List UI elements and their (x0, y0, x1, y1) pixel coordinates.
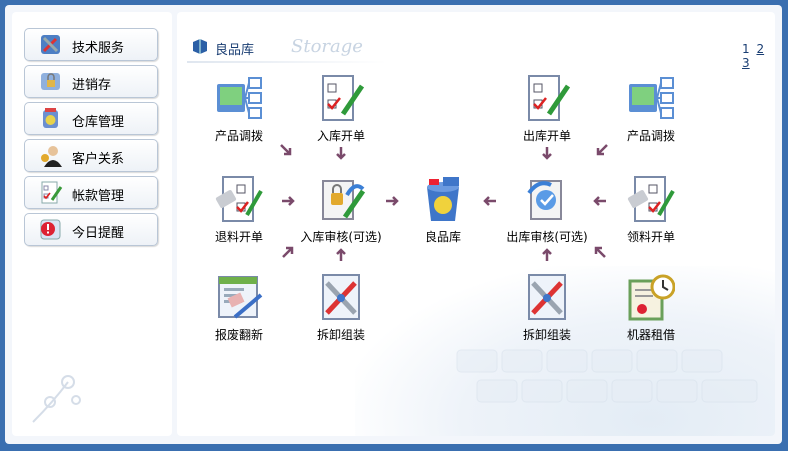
node-machine-rental[interactable]: 机器租借 (606, 273, 696, 343)
tools-icon (41, 35, 60, 54)
checklist-form-icon (528, 75, 571, 121)
sidebar-item-label: 仓库管理 (72, 115, 125, 130)
node-requisition-form[interactable]: 领料开单 (606, 175, 696, 245)
arrow-up-left (594, 246, 606, 258)
node-disassemble-right[interactable]: 拆卸组装 (502, 273, 592, 343)
sidebar-item-label: 今日提醒 (72, 226, 125, 241)
node-transfer-right[interactable]: 产品调拨 (606, 74, 696, 144)
node-disassemble-left[interactable]: 拆卸组装 (296, 273, 386, 343)
arrow-left (483, 196, 496, 206)
node-label: 报废翻新 (214, 328, 263, 342)
customer-icon (41, 146, 62, 167)
review-clipboard-icon (322, 180, 365, 220)
network-transfer-icon (629, 77, 674, 119)
eraser-form-icon (627, 176, 675, 222)
node-return-form[interactable]: 退料开单 (194, 175, 284, 245)
keyboard-decoration (456, 349, 758, 403)
header-divider (187, 61, 387, 63)
node-stock-in-review[interactable]: 入库审核(可选) (296, 175, 386, 245)
node-scrap-renew[interactable]: 报废翻新 (194, 273, 284, 343)
sidebar-item-customer[interactable]: 客户关系 (24, 139, 158, 172)
node-label: 产品调拨 (626, 129, 675, 143)
page-2-link[interactable]: 2 (756, 42, 765, 56)
sidebar-item-label: 帐款管理 (72, 189, 125, 204)
sidebar-item-inventory-sales[interactable]: 进销存 (24, 65, 158, 98)
page-1: 1 (742, 42, 750, 56)
sidebar-item-label: 技术服务 (72, 41, 125, 56)
lock-cycle-icon (41, 73, 60, 90)
app-frame: 技术服务 进销存 仓库管理 客户关系 (5, 5, 782, 444)
network-transfer-icon (217, 77, 262, 119)
arrow-right (386, 196, 399, 206)
warehouse-bin-icon (43, 108, 58, 128)
alert-icon (40, 219, 61, 240)
tools-document-icon (528, 274, 566, 320)
arrow-down-left (596, 144, 608, 156)
document-pencil-icon (218, 276, 263, 319)
sidebar-item-label: 进销存 (72, 78, 112, 93)
sidebar-item-accounts[interactable]: 帐款管理 (24, 176, 158, 209)
sidebar-item-tech-service[interactable]: 技术服务 (24, 28, 158, 61)
page-title: 良品库 (215, 43, 255, 58)
arrow-left (593, 196, 606, 206)
arrow-up-right (282, 246, 294, 258)
node-good-store[interactable]: 良品库 (398, 175, 488, 245)
node-label: 良品库 (424, 230, 461, 244)
floral-ornament (32, 375, 81, 423)
page-3-link[interactable]: 3 (742, 56, 750, 70)
review-clipboard-icon (527, 180, 562, 220)
eraser-form-icon (215, 176, 263, 222)
arrow-down (336, 147, 346, 160)
sidebar-item-warehouse[interactable]: 仓库管理 (24, 102, 158, 135)
node-label: 拆卸组装 (522, 328, 571, 342)
node-label: 入库审核(可选) (300, 230, 382, 244)
node-stock-out-form[interactable]: 出库开单 (502, 74, 592, 144)
node-label: 拆卸组装 (316, 328, 365, 342)
sidebar-item-today-reminder[interactable]: 今日提醒 (24, 213, 158, 246)
checklist-icon (41, 181, 63, 204)
node-label: 产品调拨 (214, 129, 263, 143)
title-watermark: Storage (291, 36, 363, 57)
arrow-right (282, 196, 295, 206)
arrow-down (542, 147, 552, 160)
main-panel: 良品库 Storage 1 2 3 产品调拨 (177, 12, 775, 436)
arrow-up (542, 248, 552, 261)
pagination: 1 2 3 (739, 42, 775, 70)
sidebar: 技术服务 进销存 仓库管理 客户关系 (12, 12, 172, 436)
arrow-down-right (280, 144, 292, 156)
tools-document-icon (322, 274, 360, 320)
certificate-clock-icon (628, 274, 675, 321)
node-label: 领料开单 (626, 230, 675, 244)
node-stock-in-form[interactable]: 入库开单 (296, 74, 386, 144)
node-stock-out-review[interactable]: 出库审核(可选) (502, 175, 592, 245)
node-label: 入库开单 (316, 129, 365, 143)
checklist-form-icon (322, 75, 365, 121)
node-label: 机器租借 (626, 328, 675, 342)
recycle-bin-icon (427, 177, 459, 221)
node-transfer-left[interactable]: 产品调拨 (194, 74, 284, 144)
node-label: 出库审核(可选) (506, 230, 588, 244)
book-icon (193, 39, 207, 54)
sidebar-item-label: 客户关系 (72, 152, 125, 167)
node-label: 退料开单 (214, 230, 263, 244)
arrow-up (336, 248, 346, 261)
node-label: 出库开单 (522, 129, 571, 143)
